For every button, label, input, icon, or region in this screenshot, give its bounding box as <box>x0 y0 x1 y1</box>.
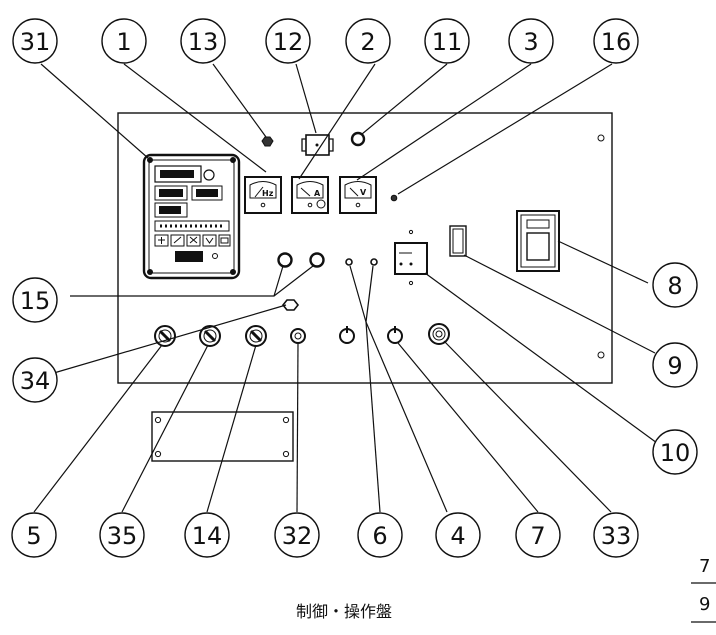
indicator-lamp <box>350 131 366 147</box>
controller-unit <box>142 153 241 280</box>
callout-7: 7 <box>515 512 561 558</box>
leader-lines <box>33 63 658 513</box>
pilot-lamp-left <box>345 258 353 266</box>
callout-circle <box>99 512 145 558</box>
toggle-switch <box>449 225 467 257</box>
callout-number: 1 <box>116 28 131 56</box>
key-switch <box>290 328 306 344</box>
ground-bolt <box>281 299 300 311</box>
callout-circle <box>345 18 391 64</box>
rotary-switch-6 <box>339 326 355 344</box>
callout-circle <box>265 18 311 64</box>
panel-screw-hole <box>597 351 605 359</box>
callout-8: 8 <box>652 262 698 308</box>
callout-number: 34 <box>20 367 51 395</box>
callout-number: 2 <box>360 28 375 56</box>
voltmeter <box>339 176 377 214</box>
hz-meter-label: Hz <box>262 189 274 198</box>
callout-12: 12 <box>265 18 311 64</box>
callout-31: 31 <box>12 18 58 64</box>
callout-4: 4 <box>435 512 481 558</box>
callout-10: 10 <box>652 429 698 475</box>
callout-circle <box>652 342 698 388</box>
callout-6: 6 <box>357 512 403 558</box>
callout-13: 13 <box>180 18 226 64</box>
emergency-stop-button <box>428 323 450 345</box>
callout-33: 33 <box>593 512 639 558</box>
callout-11: 11 <box>424 18 470 64</box>
main-panel <box>117 112 613 384</box>
callout-circle <box>101 18 147 64</box>
callout-number: 31 <box>20 28 51 56</box>
rotary-switch-7 <box>387 326 403 344</box>
circuit-breaker <box>516 210 560 272</box>
hex-nut <box>261 136 274 147</box>
page-number-top: 7 <box>699 556 710 577</box>
callout-circle <box>435 512 481 558</box>
callout-16: 16 <box>593 18 639 64</box>
callout-9: 9 <box>652 342 698 388</box>
small-screw <box>390 194 398 202</box>
callout-34: 34 <box>12 357 58 403</box>
callout-number: 9 <box>667 352 682 380</box>
callout-circle <box>515 512 561 558</box>
callout-14: 14 <box>184 512 230 558</box>
callout-number: 5 <box>26 522 41 550</box>
lamp-left <box>277 252 293 268</box>
fuse-holder <box>301 134 334 156</box>
ammeter-label: A <box>314 189 321 198</box>
hz-meter <box>244 176 282 214</box>
callout-number: 15 <box>20 287 51 315</box>
callout-32: 32 <box>274 512 320 558</box>
callout-circle <box>180 18 226 64</box>
lamp-right <box>309 252 325 268</box>
callout-circle <box>12 357 58 403</box>
callout-15: 15 <box>12 277 58 323</box>
callout-number: 11 <box>432 28 463 56</box>
callout-circle <box>12 18 58 64</box>
callout-circle <box>357 512 403 558</box>
callout-number: 10 <box>660 439 691 467</box>
callout-35: 35 <box>99 512 145 558</box>
callout-2: 2 <box>345 18 391 64</box>
callout-circle <box>12 277 58 323</box>
page-number-bottom: 9 <box>699 594 710 615</box>
callout-number: 3 <box>523 28 538 56</box>
callout-circle <box>652 262 698 308</box>
callout-number: 7 <box>530 522 545 550</box>
callout-number: 6 <box>372 522 387 550</box>
callout-3: 3 <box>508 18 554 64</box>
ammeter <box>291 176 329 214</box>
fuse-cap-middle <box>199 325 221 347</box>
callout-5: 5 <box>11 512 57 558</box>
caption: 制御・操作盤 <box>296 602 392 621</box>
callout-circle <box>424 18 470 64</box>
callout-circle <box>274 512 320 558</box>
callout-circle <box>652 429 698 475</box>
panel-screw-hole <box>597 134 605 142</box>
pilot-lamp-right <box>370 258 378 266</box>
callout-number: 33 <box>601 522 632 550</box>
voltmeter-label: V <box>360 188 367 197</box>
callout-number: 13 <box>188 28 219 56</box>
name-plate <box>151 411 294 462</box>
callout-circle <box>508 18 554 64</box>
callout-number: 4 <box>450 522 465 550</box>
callout-circle <box>184 512 230 558</box>
callout-circle <box>593 512 639 558</box>
fuse-cap-right <box>245 325 267 347</box>
callout-number: 16 <box>601 28 632 56</box>
outlet-socket <box>394 229 428 286</box>
callout-1: 1 <box>101 18 147 64</box>
callout-number: 35 <box>107 522 138 550</box>
callout-circle <box>11 512 57 558</box>
callout-number: 8 <box>667 272 682 300</box>
callout-number: 12 <box>273 28 304 56</box>
callout-circle <box>593 18 639 64</box>
callout-number: 32 <box>282 522 313 550</box>
callout-number: 14 <box>192 522 223 550</box>
